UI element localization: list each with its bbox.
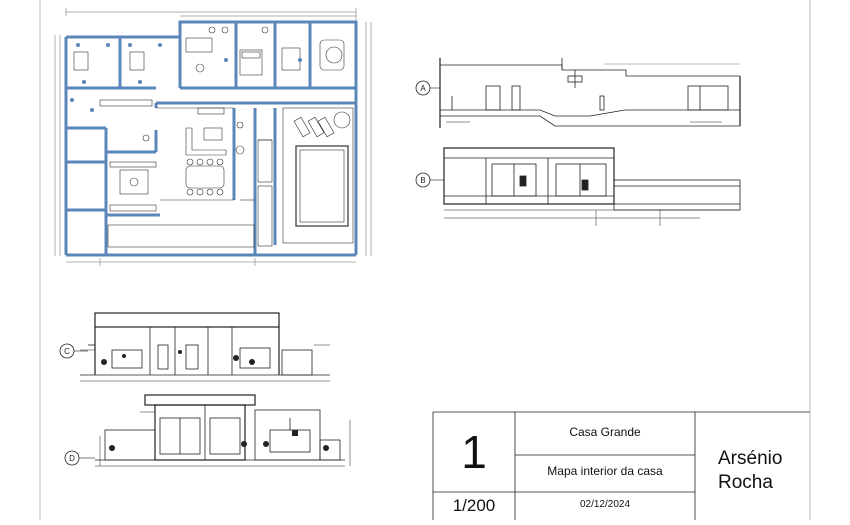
section-a-drawing	[439, 58, 741, 128]
floor-plan	[54, 8, 372, 266]
section-b-label: B	[420, 176, 425, 185]
section-d-plants	[109, 430, 329, 451]
plan-accents	[70, 43, 302, 112]
plan-furniture	[73, 26, 354, 248]
section-c-label: C	[64, 347, 70, 356]
scale-label: 1/200	[452, 496, 496, 515]
section-d-drawing	[95, 394, 351, 467]
plan-walls	[64, 20, 358, 257]
section-c-drawing	[80, 312, 330, 382]
author-last-name: Rocha	[718, 472, 773, 493]
title-block-grid	[432, 411, 810, 520]
drawing-description: Mapa interior da casa	[547, 464, 663, 478]
author-first-name: Arsénio	[718, 448, 783, 469]
project-title: Casa Grande	[569, 425, 641, 439]
section-d-label: D	[69, 454, 75, 463]
section-a-label: A	[420, 84, 426, 93]
section-c-plants	[101, 350, 255, 365]
plan-dimensions	[54, 8, 372, 266]
drawing-date: 02/12/2024	[579, 499, 631, 510]
sheet-number: 1	[461, 426, 487, 478]
section-b-drawing	[443, 147, 741, 226]
